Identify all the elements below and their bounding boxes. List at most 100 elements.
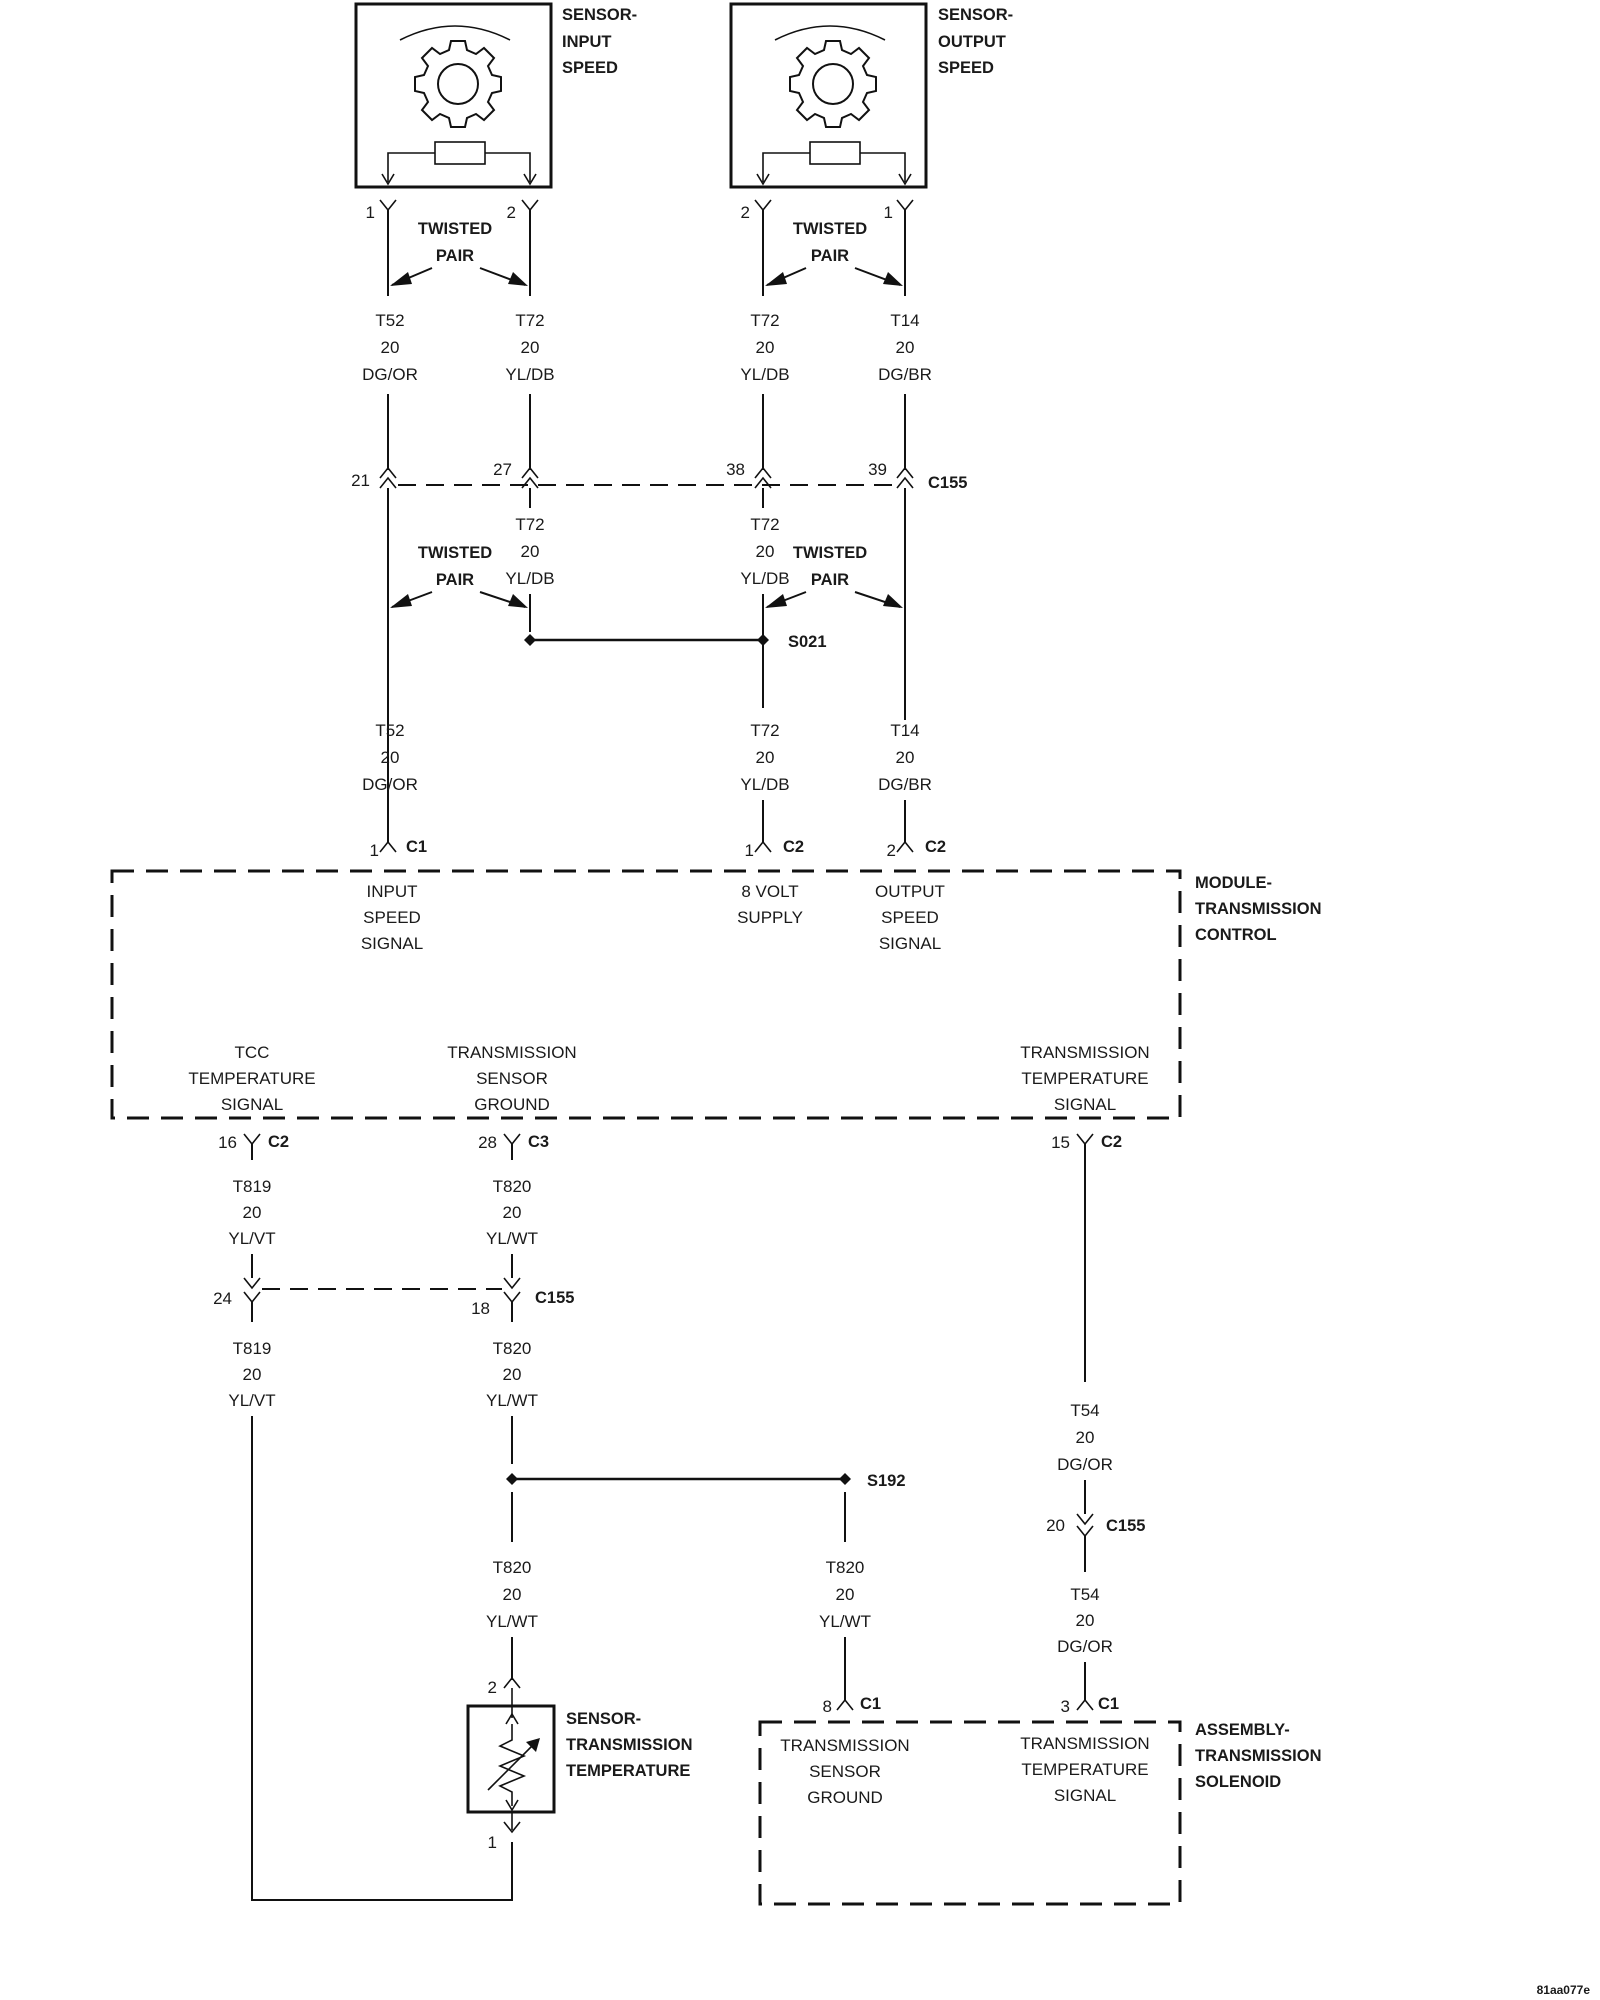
svg-text:20: 20 xyxy=(1076,1611,1095,1630)
tcm-transmission-temperature-signal: TRANSMISSION TEMPERATURE SIGNAL xyxy=(1020,1043,1149,1114)
connector-c155-lower: 24 18 C155 xyxy=(213,1277,574,1318)
pin-number: 2 xyxy=(887,841,896,860)
svg-text:T54: T54 xyxy=(1070,1585,1099,1604)
wire-label-t819: T819 20 YL/VT xyxy=(228,1177,275,1248)
svg-text:YL/DB: YL/DB xyxy=(740,365,789,384)
assembly-transmission-solenoid: 8 C1 3 C1 TRANSMISSION SENSOR GROUND TRA… xyxy=(758,1695,1322,1906)
svg-text:TEMPERATURE: TEMPERATURE xyxy=(1021,1760,1148,1779)
svg-text:GROUND: GROUND xyxy=(474,1095,550,1114)
label-line: SOLENOID xyxy=(1195,1773,1281,1791)
svg-text:T72: T72 xyxy=(750,311,779,330)
svg-text:T819: T819 xyxy=(233,1339,272,1358)
connector-c155-top: 21 27 38 39 C155 xyxy=(351,460,967,492)
svg-text:DG/BR: DG/BR xyxy=(878,775,932,794)
svg-text:TEMPERATURE: TEMPERATURE xyxy=(188,1069,315,1088)
wire-label-t54: T54 20 DG/OR xyxy=(1057,1585,1113,1656)
pin-number: 18 xyxy=(471,1299,490,1318)
svg-text:T820: T820 xyxy=(493,1339,532,1358)
svg-text:INPUT: INPUT xyxy=(367,882,418,901)
connector-label: C3 xyxy=(528,1133,549,1151)
twisted-pair-label: PAIR xyxy=(811,247,849,265)
svg-text:YL/VT: YL/VT xyxy=(228,1391,275,1410)
twisted-pair-annotation: TWISTED PAIR xyxy=(390,544,528,608)
pin-number: 2 xyxy=(488,1678,497,1697)
wire-label-t72: T72 20 YL/DB xyxy=(505,311,554,384)
splice-label: S192 xyxy=(867,1472,906,1490)
splice-s192: S192 xyxy=(506,1472,906,1490)
twisted-pair-annotation: TWISTED PAIR xyxy=(765,544,903,608)
twisted-pair-label: PAIR xyxy=(436,247,474,265)
pin-number: 39 xyxy=(868,460,887,479)
pin-number: 1 xyxy=(366,203,375,222)
label-line: OUTPUT xyxy=(938,33,1006,51)
svg-text:YL/DB: YL/DB xyxy=(740,775,789,794)
connector-label: C2 xyxy=(1101,1133,1122,1151)
lower-wires: T819 20 YL/VT T820 20 YL/WT 24 18 C155 T… xyxy=(213,1144,906,1901)
svg-text:20: 20 xyxy=(381,748,400,767)
svg-text:TRANSMISSION: TRANSMISSION xyxy=(1020,1043,1149,1062)
svg-text:YL/DB: YL/DB xyxy=(505,569,554,588)
svg-text:T72: T72 xyxy=(750,515,779,534)
wire-label-t52: T52 20 DG/OR xyxy=(362,311,418,384)
tcm-tcc-temperature-signal: TCC TEMPERATURE SIGNAL xyxy=(188,1043,315,1114)
svg-text:SIGNAL: SIGNAL xyxy=(879,934,941,953)
module-transmission-control: MODULE- TRANSMISSION CONTROL INPUT SPEED… xyxy=(110,869,1322,1120)
label-line: CONTROL xyxy=(1195,926,1277,944)
twisted-pair-label: TWISTED xyxy=(793,544,867,562)
svg-text:20: 20 xyxy=(243,1203,262,1222)
pin-number: 3 xyxy=(1061,1697,1070,1716)
svg-text:YL/WT: YL/WT xyxy=(486,1229,538,1248)
label-line: MODULE- xyxy=(1195,874,1272,892)
tcm-8-volt-supply: 8 VOLT SUPPLY xyxy=(737,882,803,927)
svg-text:20: 20 xyxy=(896,748,915,767)
svg-text:T54: T54 xyxy=(1070,1401,1099,1420)
svg-text:DG/OR: DG/OR xyxy=(1057,1637,1113,1656)
svg-text:YL/WT: YL/WT xyxy=(486,1391,538,1410)
svg-text:20: 20 xyxy=(521,542,540,561)
connector-label: C1 xyxy=(860,1695,881,1713)
wire-label-t52: T52 20 DG/OR xyxy=(362,721,418,794)
label-line: TRANSMISSION xyxy=(1195,900,1322,918)
pin-number: 28 xyxy=(478,1133,497,1152)
svg-text:T52: T52 xyxy=(375,721,404,740)
tcm-transmission-sensor-ground: TRANSMISSION SENSOR GROUND xyxy=(447,1043,576,1114)
svg-text:YL/DB: YL/DB xyxy=(505,365,554,384)
svg-text:20: 20 xyxy=(896,338,915,357)
svg-text:SENSOR: SENSOR xyxy=(809,1762,881,1781)
twisted-pair-label: TWISTED xyxy=(793,220,867,238)
svg-text:T14: T14 xyxy=(890,721,919,740)
svg-text:YL/DB: YL/DB xyxy=(740,569,789,588)
wire-label-t820: T820 20 YL/WT xyxy=(819,1558,871,1631)
label-line: SENSOR- xyxy=(938,6,1013,24)
tcm-input-speed-signal: INPUT SPEED SIGNAL xyxy=(361,882,423,953)
label-line: TRANSMISSION xyxy=(1195,1747,1322,1765)
svg-text:SPEED: SPEED xyxy=(363,908,421,927)
svg-text:DG/OR: DG/OR xyxy=(1057,1455,1113,1474)
wire-label-t72: T72 20 YL/DB xyxy=(505,515,554,588)
svg-text:T820: T820 xyxy=(493,1558,532,1577)
pin-number: 2 xyxy=(741,203,750,222)
twisted-pair-annotation: TWISTED PAIR xyxy=(765,220,903,286)
connector-label: C2 xyxy=(783,838,804,856)
wire-label-t14: T14 20 DG/BR xyxy=(878,311,932,384)
label-line: INPUT xyxy=(562,33,612,51)
label-line: TRANSMISSION xyxy=(566,1736,693,1754)
svg-text:OUTPUT: OUTPUT xyxy=(875,882,945,901)
svg-text:20: 20 xyxy=(836,1585,855,1604)
wire-label-t72: T72 20 YL/DB xyxy=(740,721,789,794)
svg-text:T820: T820 xyxy=(826,1558,865,1577)
svg-text:T72: T72 xyxy=(515,311,544,330)
label-line: SPEED xyxy=(938,59,994,77)
pin-number: 1 xyxy=(745,841,754,860)
svg-text:20: 20 xyxy=(503,1585,522,1604)
pin-number: 15 xyxy=(1051,1133,1070,1152)
svg-text:TRANSMISSION: TRANSMISSION xyxy=(780,1736,909,1755)
svg-text:20: 20 xyxy=(503,1365,522,1384)
svg-text:GROUND: GROUND xyxy=(807,1788,883,1807)
connector-label: C155 xyxy=(928,474,967,492)
splice-s021: S021 xyxy=(524,633,827,651)
svg-text:T72: T72 xyxy=(515,515,544,534)
connector-label: C1 xyxy=(406,838,427,856)
svg-text:T820: T820 xyxy=(493,1177,532,1196)
pin-number: 21 xyxy=(351,471,370,490)
